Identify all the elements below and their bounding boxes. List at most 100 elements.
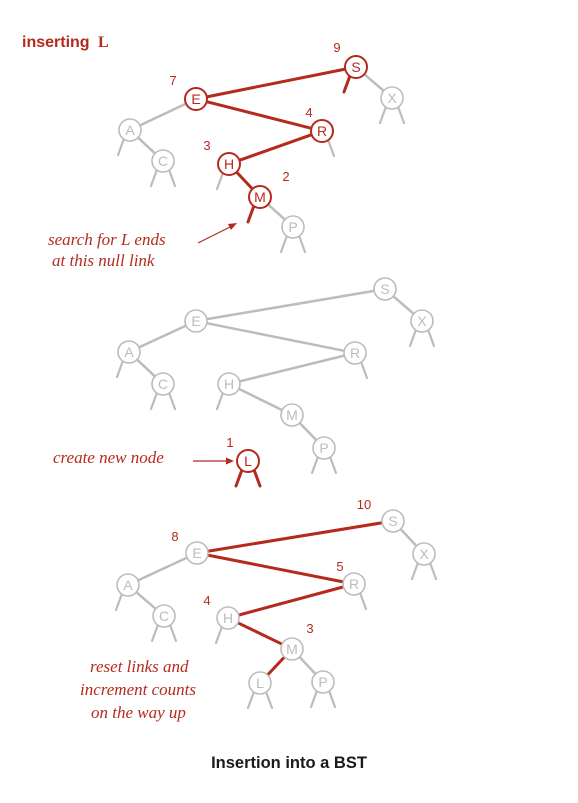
node-A: A bbox=[117, 340, 141, 364]
node-M: M bbox=[280, 403, 304, 427]
node-circle bbox=[280, 637, 304, 661]
null-link-H-l bbox=[215, 391, 225, 411]
null-link-H-l bbox=[215, 171, 225, 191]
null-link-C-l bbox=[149, 168, 159, 188]
node-circle bbox=[184, 309, 208, 333]
node-E: E bbox=[184, 309, 208, 333]
node-circle bbox=[217, 372, 241, 396]
node-circle bbox=[342, 572, 366, 596]
note-update-line-1: reset links and bbox=[90, 657, 189, 676]
node-P: P bbox=[281, 215, 305, 239]
node-L: L1 bbox=[226, 435, 260, 473]
note-search-arrow bbox=[197, 225, 233, 244]
null-link-L-r bbox=[252, 468, 262, 488]
link-H-M bbox=[236, 621, 284, 646]
note-search-line-2: at this null link bbox=[52, 251, 155, 270]
panel-create-node: S E X A R C H MP L1 bbox=[115, 277, 436, 488]
null-link-A-l bbox=[116, 137, 126, 157]
link-A-C bbox=[136, 136, 157, 155]
node-key: R bbox=[350, 345, 360, 361]
node-circle bbox=[381, 509, 405, 533]
node-key: S bbox=[388, 513, 397, 529]
node-circle bbox=[281, 215, 305, 239]
node-key: C bbox=[158, 153, 168, 169]
null-link-L-l bbox=[246, 690, 256, 710]
note-create: create new node bbox=[53, 448, 234, 467]
node-H: H3 bbox=[203, 138, 241, 176]
node-S: S bbox=[373, 277, 397, 301]
node-key: S bbox=[351, 59, 360, 75]
figure-caption: Insertion into a BST bbox=[211, 754, 367, 772]
node-key: R bbox=[349, 576, 359, 592]
node-key: M bbox=[254, 189, 266, 205]
node-count: 1 bbox=[226, 435, 233, 450]
node-circle bbox=[236, 449, 260, 473]
node-C: C bbox=[151, 149, 175, 173]
tree-links bbox=[116, 67, 406, 254]
node-count: 7 bbox=[169, 73, 176, 88]
null-link-C-r bbox=[167, 168, 177, 188]
node-key: C bbox=[159, 608, 169, 624]
node-key: H bbox=[224, 376, 234, 392]
node-key: A bbox=[124, 344, 134, 360]
node-circle bbox=[412, 542, 436, 566]
null-link-R-r bbox=[359, 360, 369, 380]
node-circle bbox=[118, 118, 142, 142]
node-key: H bbox=[224, 156, 234, 172]
node-circle bbox=[311, 670, 335, 694]
node-count: 9 bbox=[333, 40, 340, 55]
null-link-P-r bbox=[328, 455, 338, 475]
note-search: search for L ends at this null link bbox=[48, 223, 237, 270]
null-link-P-r bbox=[327, 689, 337, 709]
node-key: R bbox=[317, 123, 327, 139]
node-key: P bbox=[288, 219, 297, 235]
node-circle bbox=[310, 119, 334, 143]
arrowhead-icon bbox=[228, 223, 237, 230]
link-E-A bbox=[138, 102, 188, 127]
heading-key: L bbox=[98, 34, 109, 51]
node-X: X bbox=[410, 309, 434, 333]
node-circle bbox=[410, 309, 434, 333]
node-key: L bbox=[256, 675, 264, 691]
note-create-line-1: create new node bbox=[53, 448, 164, 467]
null-link-C-r bbox=[168, 623, 178, 643]
node-circle bbox=[373, 277, 397, 301]
null-link-A-l bbox=[114, 592, 124, 612]
node-S: S10 bbox=[357, 497, 405, 533]
link-E-R bbox=[205, 100, 313, 130]
link-E-S bbox=[205, 67, 347, 99]
node-key: A bbox=[123, 577, 133, 593]
node-count: 8 bbox=[171, 529, 178, 544]
node-H: H bbox=[217, 372, 241, 396]
link-H-M bbox=[237, 387, 284, 412]
note-search-line-1: search for L ends bbox=[48, 230, 166, 249]
link-H-M bbox=[235, 170, 254, 191]
node-X: X bbox=[412, 542, 436, 566]
node-R: R4 bbox=[305, 105, 334, 143]
node-key: P bbox=[318, 674, 327, 690]
null-link-H-l bbox=[214, 625, 224, 645]
node-circle bbox=[343, 341, 367, 365]
link-M-L bbox=[266, 655, 286, 677]
node-key: P bbox=[319, 440, 328, 456]
link-M-P bbox=[266, 203, 287, 221]
null-link-C-l bbox=[149, 391, 159, 411]
node-X: X bbox=[380, 86, 404, 110]
null-link-C-l bbox=[150, 623, 160, 643]
link-M-P bbox=[298, 421, 318, 442]
note-update-line-3: on the way up bbox=[91, 703, 186, 722]
null-link-X-r bbox=[426, 328, 436, 348]
link-A-C bbox=[135, 358, 157, 378]
node-L: L bbox=[248, 671, 272, 695]
null-link-C-r bbox=[167, 391, 177, 411]
node-R: R bbox=[343, 341, 367, 365]
node-key: A bbox=[125, 122, 135, 138]
link-E-S bbox=[206, 521, 384, 553]
null-link-X-r bbox=[396, 105, 406, 125]
tree-links bbox=[115, 289, 436, 488]
node-circle bbox=[117, 340, 141, 364]
node-C: C bbox=[151, 372, 175, 396]
link-S-X bbox=[399, 527, 418, 548]
null-link-A-l bbox=[115, 359, 125, 379]
